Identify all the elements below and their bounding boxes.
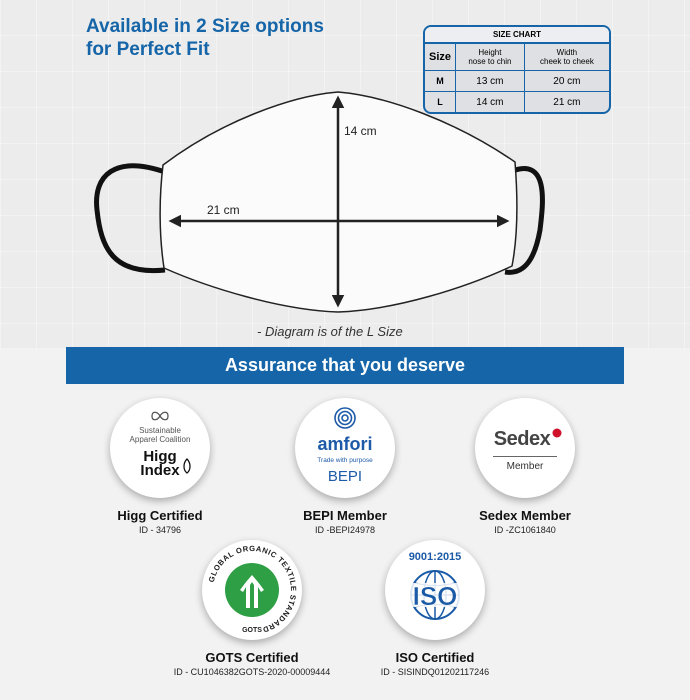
height-cell: 14 cm: [455, 91, 525, 112]
gots-ring-text-2: GOTS: [242, 627, 262, 634]
mask-diagram: [94, 91, 545, 313]
higg-badge: Sustainable Apparel Coalition Higg Index…: [68, 398, 252, 535]
sedex-divider: [493, 456, 557, 457]
gots-logo: GLOBAL ORGANIC TEXTILE STANDARD GOTS: [202, 540, 302, 640]
sedex-dot-icon: [552, 428, 562, 438]
sedex-name: Sedex Member: [479, 508, 571, 523]
bepi-badge: amfori Trade with purpose BEPI BEPI Memb…: [253, 398, 437, 535]
leaf-icon: [183, 458, 191, 474]
higg-id: ID - 34796: [138, 525, 182, 535]
gots-id: ID - CU1046382GOTS-2020-00009444: [173, 667, 331, 677]
width-cell: 20 cm: [524, 70, 609, 92]
headline: Available in 2 Size options for Perfect …: [86, 15, 324, 61]
width-column-header: Width cheek to cheek: [524, 44, 609, 71]
sedex-badge: Sedex Member Sedex Member ID -ZC1061840: [433, 398, 617, 535]
right-ear-loop-icon: [504, 166, 545, 275]
amfori-rings-icon: [334, 407, 356, 429]
gots-name: GOTS Certified: [205, 650, 299, 665]
sedex-logo: Sedex Member: [475, 398, 575, 498]
higg-name: Higg Certified: [117, 508, 203, 523]
width-cell: 21 cm: [553, 96, 581, 108]
height-column-header: Height nose to chin: [455, 44, 525, 71]
gots-shirt-icon: [240, 575, 264, 608]
size-cell: L: [425, 91, 456, 112]
iso-wordmark: ISO: [413, 581, 458, 611]
sedex-id: ID -ZC1061840: [494, 525, 556, 535]
infinity-icon: [151, 411, 169, 421]
size-chart: SIZE CHART Size Height nose to chin Widt…: [423, 25, 611, 114]
height-cell: 13 cm: [455, 70, 525, 92]
diagram-note: - Diagram is of the L Size: [257, 324, 403, 339]
size-cell: M: [425, 70, 456, 92]
size-column-header: Size: [425, 44, 456, 71]
size-chart-table: Size Height nose to chin Width cheek to …: [425, 44, 609, 112]
iso-logo: 9001:2015 ISO: [385, 540, 485, 640]
gots-green-disc: [225, 563, 279, 617]
bepi-id: ID -BEPI24978: [314, 525, 376, 535]
assurance-banner: Assurance that you deserve: [66, 347, 624, 384]
height-dimension-label: 14 cm: [344, 124, 377, 138]
higg-logo: Sustainable Apparel Coalition Higg Index: [110, 398, 210, 498]
gots-badge: GLOBAL ORGANIC TEXTILE STANDARD GOTS GOT…: [160, 540, 344, 677]
headline-line-1: Available in 2 Size options: [86, 16, 324, 37]
amfori-logo: amfori Trade with purpose BEPI: [295, 398, 395, 498]
iso-name: ISO Certified: [395, 650, 475, 665]
left-ear-loop-icon: [94, 163, 166, 274]
size-chart-row: M 13 cm 20 cm: [425, 70, 609, 92]
headline-line-2: for Perfect Fit: [86, 39, 210, 60]
bepi-name: BEPI Member: [303, 508, 387, 523]
iso-standard-text: 9001:2015: [409, 551, 462, 563]
size-chart-header-row: Size Height nose to chin Width cheek to …: [425, 44, 609, 71]
width-dimension-label: 21 cm: [207, 203, 240, 217]
size-chart-title: SIZE CHART: [425, 27, 609, 44]
iso-id: ID - SISINDQ01202117246: [380, 667, 490, 677]
size-chart-row: L 14 cm 21 cm: [425, 91, 609, 112]
iso-badge: 9001:2015 ISO ISO Certified ID - SISINDQ…: [343, 540, 527, 677]
